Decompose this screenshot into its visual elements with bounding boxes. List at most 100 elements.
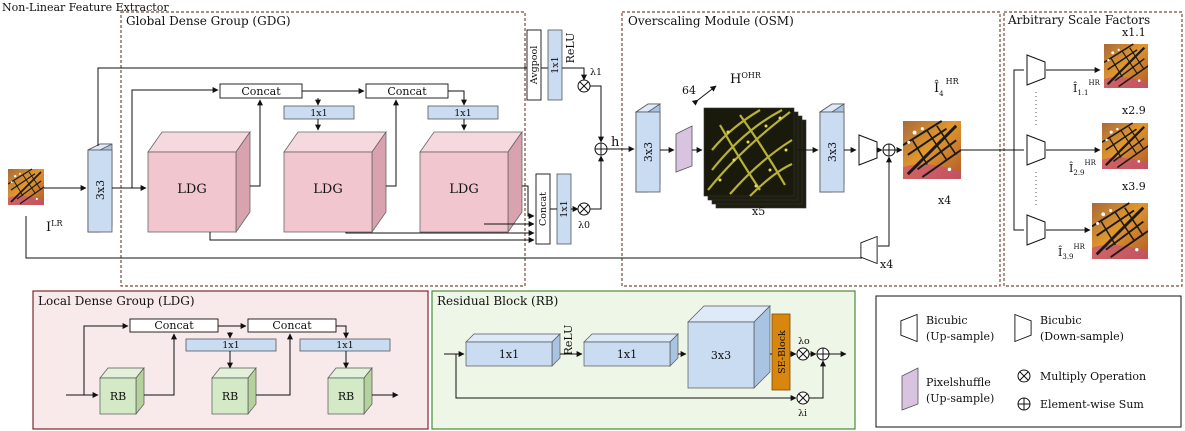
lambda-o-label: λo [798, 336, 810, 347]
asf-bicubic-down-3 [1026, 214, 1046, 246]
osm-bicubic-down-icon [858, 134, 878, 166]
legend-bicubic-down-label-2: (Down-sample) [1040, 330, 1124, 343]
ldg-cube-3: LDG [419, 130, 523, 234]
avgpool-label: Avgpool [529, 46, 540, 85]
gdg-conv1x1-upper [547, 29, 563, 101]
gdg-conv1x1-2-label: 1x1 [454, 108, 471, 119]
rb-sum-icon [816, 347, 830, 361]
osm-conv3x3-2-label: 3x3 [826, 142, 839, 162]
asf-bicubic-down-2 [1026, 134, 1046, 166]
gdg-conv1x1-1-label: 1x1 [310, 108, 327, 119]
ldg-label-3: LDG [449, 182, 478, 197]
gdg-relu-upper-label: ReLU [564, 33, 577, 64]
osm-output-butterfly-image [903, 119, 961, 181]
gdg-conv1x1-vertical-label: 1x1 [559, 200, 570, 217]
ldg-cube-1: LDG [147, 130, 251, 234]
osm-title: Overscaling Module (OSM) [628, 14, 794, 28]
osm-conv3x3-1-label: 3x3 [642, 142, 655, 162]
legend-pixelshuffle-label-2: (Up-sample) [926, 392, 994, 405]
rb-cube-3-label: RB [338, 390, 354, 403]
avgpool-block [526, 29, 542, 101]
rb-conv3x3: 3x3 [687, 305, 771, 389]
ldg-concat-1-label: Concat [154, 319, 194, 332]
legend-bicubic-down-label-1: Bicubic [1040, 314, 1082, 327]
sum-h-icon [594, 142, 608, 156]
se-block-label: SE-Block [777, 330, 788, 374]
ohr-label: HOHR [730, 71, 762, 87]
osm-bicubic-up-icon [860, 235, 878, 265]
ldg-panel-title: Local Dense Group (LDG) [38, 294, 195, 308]
osm-conv3x3-block-1: 3x3 [634, 103, 662, 193]
pixelshuffle-block [675, 125, 693, 173]
h-label: h [611, 135, 620, 150]
rb-cube-1-label: RB [110, 390, 126, 403]
asf-output-label-1: Î1.1HR [1073, 79, 1101, 97]
legend-pixelshuffle-icon [901, 367, 919, 411]
asf-scale-2-label: x2.9 [1122, 104, 1146, 117]
legend-bicubic-up-label-2: (Up-sample) [926, 330, 994, 343]
gdg-conv3x3-block: 3x3 [87, 143, 113, 233]
asf-output-image-2 [1102, 121, 1148, 171]
osm-x4-skip-label: x4 [880, 258, 893, 271]
rb-multiply-out-icon [796, 347, 810, 361]
rb-panel-title: Residual Block (RB) [437, 294, 558, 308]
ldg-conv1x1-2-label: 1x1 [336, 340, 353, 351]
ldg-conv1x1-1 [185, 338, 277, 352]
osm-conv3x3-block-2: 3x3 [818, 103, 846, 193]
legend-pixelshuffle-label-1: Pixelshuffle [926, 376, 991, 389]
asf-output-image-3 [1092, 201, 1148, 261]
gdg-title: Global Dense Group (GDG) [126, 14, 291, 28]
rb-conv3x3-label: 3x3 [711, 349, 731, 362]
ldg-conv1x1-2 [299, 338, 391, 352]
asf-scale-3-label: x3.9 [1122, 180, 1146, 193]
multiply-lower-icon [577, 202, 591, 216]
gdg-conv1x1-1 [283, 105, 355, 120]
rb-conv1x1-a-label: 1x1 [499, 348, 519, 361]
legend-multiply-label: Multiply Operation [1040, 370, 1146, 383]
osm-x4-out-label: x4 [938, 194, 951, 207]
rb-cube-2-label: RB [222, 390, 238, 403]
legend-multiply-icon [1017, 369, 1031, 383]
channels-label: 64 [682, 84, 696, 97]
lambda-i-label: λi [798, 408, 807, 419]
gdg-concat-1-label: Concat [241, 85, 281, 98]
ldg-conv1x1-1-label: 1x1 [222, 340, 239, 351]
gdg-concat-2-label: Concat [387, 85, 427, 98]
rb-multiply-skip-icon [796, 391, 810, 405]
se-block [771, 313, 791, 391]
gdg-concat-vertical-label: Concat [538, 192, 549, 226]
rb-relu-label: ReLU [562, 325, 575, 356]
lambda0-label: λ0 [578, 220, 590, 231]
lambda1-label: λ1 [590, 67, 602, 78]
input-label: ILR [46, 219, 63, 235]
osm-sum-icon [882, 143, 896, 157]
osm-output-label: Î4HR [934, 77, 960, 98]
asf-output-label-3: Î3.9HR [1058, 243, 1086, 261]
rb-cube-3: RB [327, 367, 373, 415]
rb-cube-1: RB [99, 367, 145, 415]
gdg-section [120, 11, 526, 287]
ldg-label-2: LDG [313, 182, 342, 197]
multiply-upper-icon [577, 79, 591, 93]
asf-output-image-1 [1104, 42, 1148, 90]
rb-conv1x1-a: 1x1 [465, 333, 561, 367]
diagram-title: Non-Linear Feature Extractor [2, 1, 169, 14]
asf-bicubic-down-1 [1026, 54, 1046, 86]
x5-label: x5 [752, 205, 765, 218]
asf-title: Arbitrary Scale Factors [1007, 13, 1150, 27]
legend-sum-label: Element-wise Sum [1040, 398, 1144, 411]
gdg-conv3x3-label: 3x3 [94, 180, 107, 200]
rb-conv1x1-b: 1x1 [583, 333, 679, 367]
rb-cube-2: RB [211, 367, 257, 415]
ldg-label-1: LDG [177, 182, 206, 197]
gdg-conv1x1-upper-label: 1x1 [550, 56, 561, 73]
ldg-concat-2-label: Concat [272, 319, 312, 332]
legend-sum-icon [1017, 397, 1031, 411]
ldg-cube-2: LDG [283, 130, 387, 234]
gdg-conv1x1-2 [427, 105, 499, 120]
asf-section [1003, 11, 1183, 287]
input-butterfly-image [8, 167, 44, 207]
ohr-feature-map [703, 107, 807, 209]
rb-conv1x1-b-label: 1x1 [617, 348, 637, 361]
